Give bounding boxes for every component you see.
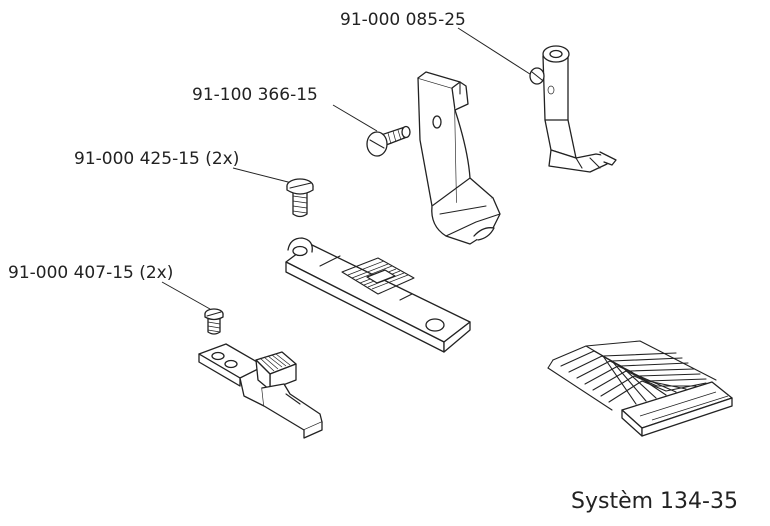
needle-guide-comb-illustration — [547, 340, 733, 437]
presser-foot-illustration — [417, 71, 501, 245]
presser-foot-shank-illustration — [529, 45, 617, 173]
screw-366-illustration — [366, 125, 411, 157]
feed-dog-illustration — [198, 343, 323, 439]
label-plate-screws: 91-000 425-15 (2x) — [74, 149, 239, 169]
label-foot-screw: 91-100 366-15 — [192, 85, 318, 105]
leader-plate-screws — [232, 167, 293, 184]
screw-425-illustration — [286, 178, 314, 218]
leader-presser-foot-part — [457, 27, 534, 77]
label-presser-foot-part: 91-000 085-25 — [340, 10, 466, 30]
leader-feed-dog-screws — [161, 281, 211, 310]
needle-plate-illustration — [285, 237, 471, 353]
system-label: Systèm 134-35 — [571, 489, 738, 514]
screw-407-illustration — [204, 308, 224, 335]
leader-foot-screw — [332, 104, 378, 132]
label-feed-dog-screws: 91-000 407-15 (2x) — [8, 263, 173, 283]
